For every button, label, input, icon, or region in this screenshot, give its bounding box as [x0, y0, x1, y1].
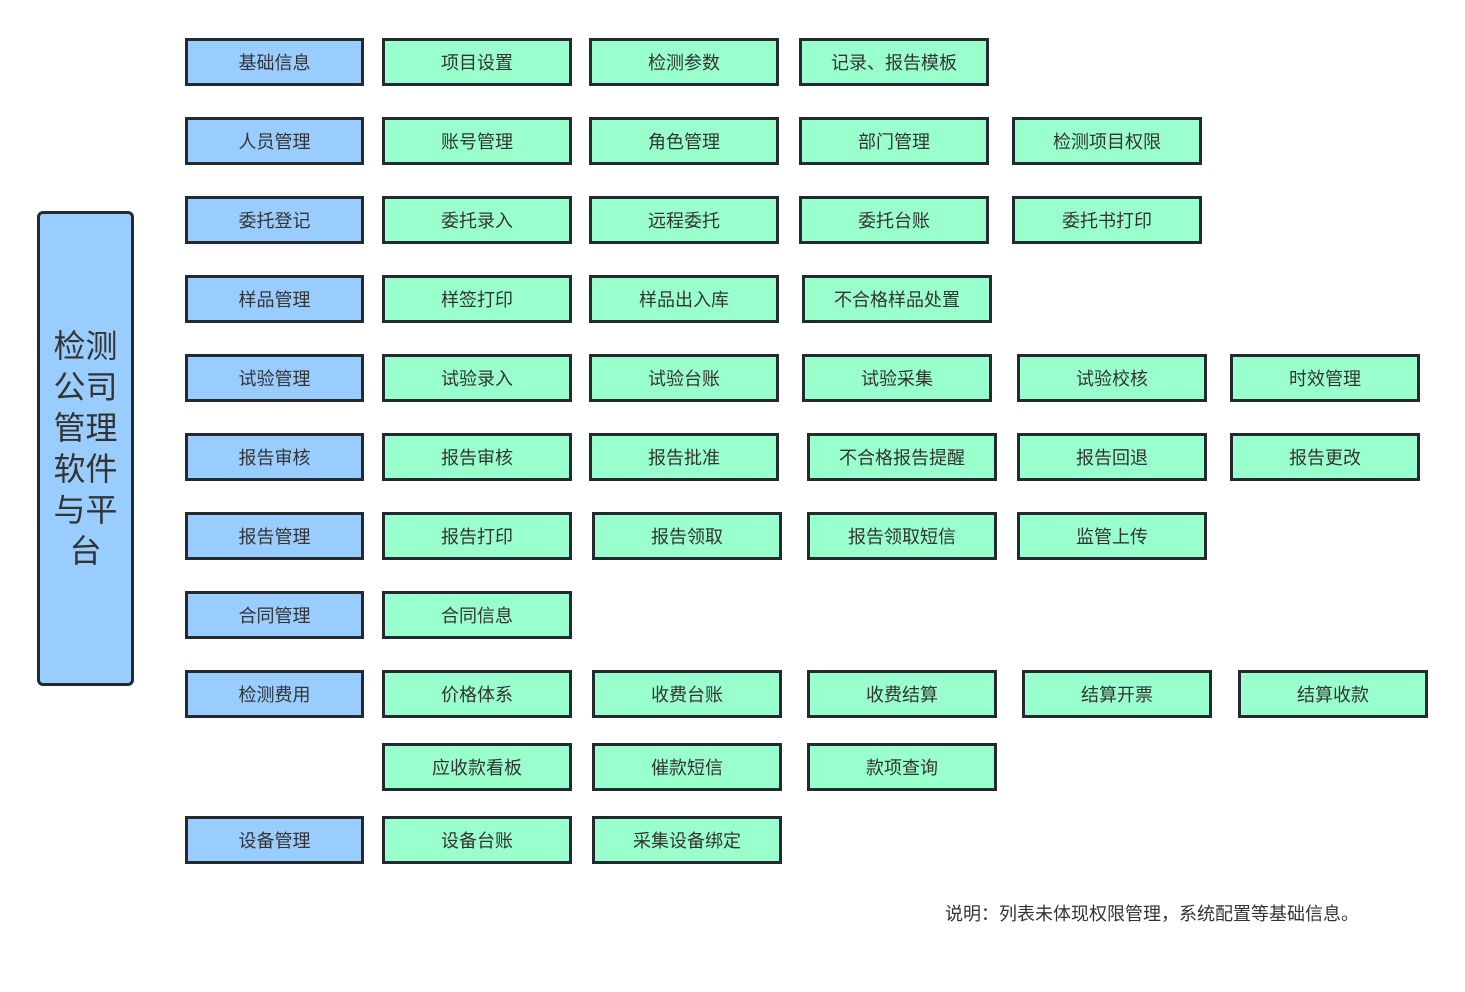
- module-node: 账号管理: [382, 117, 572, 165]
- footnote: 说明：列表未体现权限管理，系统配置等基础信息。: [945, 904, 1359, 925]
- module-node: 项目设置: [382, 38, 572, 86]
- category-node: 报告审核: [185, 433, 364, 481]
- module-node: 应收款看板: [382, 743, 572, 791]
- module-node: 设备台账: [382, 816, 572, 864]
- module-node: 催款短信: [592, 743, 782, 791]
- module-node: 结算收款: [1238, 670, 1428, 718]
- module-node: 试验录入: [382, 354, 572, 402]
- module-node: 委托书打印: [1012, 196, 1202, 244]
- module-node: 报告领取: [592, 512, 782, 560]
- module-node: 不合格样品处置: [802, 275, 992, 323]
- module-node: 采集设备绑定: [592, 816, 782, 864]
- module-node: 时效管理: [1230, 354, 1420, 402]
- module-node: 部门管理: [799, 117, 989, 165]
- module-node: 收费结算: [807, 670, 997, 718]
- module-node: 结算开票: [1022, 670, 1212, 718]
- module-node: 报告回退: [1017, 433, 1207, 481]
- category-node: 报告管理: [185, 512, 364, 560]
- category-node: 委托登记: [185, 196, 364, 244]
- module-node: 报告领取短信: [807, 512, 997, 560]
- module-node: 款项查询: [807, 743, 997, 791]
- category-node: 人员管理: [185, 117, 364, 165]
- module-node: 委托录入: [382, 196, 572, 244]
- module-node: 收费台账: [592, 670, 782, 718]
- category-node: 设备管理: [185, 816, 364, 864]
- category-node: 样品管理: [185, 275, 364, 323]
- module-node: 样签打印: [382, 275, 572, 323]
- module-node: 合同信息: [382, 591, 572, 639]
- module-node: 检测项目权限: [1012, 117, 1202, 165]
- module-node: 价格体系: [382, 670, 572, 718]
- category-node: 合同管理: [185, 591, 364, 639]
- module-node: 试验台账: [589, 354, 779, 402]
- root-node: 检测公司管理软件与平台: [37, 211, 134, 686]
- category-node: 试验管理: [185, 354, 364, 402]
- module-node: 不合格报告提醒: [807, 433, 997, 481]
- module-node: 远程委托: [589, 196, 779, 244]
- module-node: 检测参数: [589, 38, 779, 86]
- module-node: 角色管理: [589, 117, 779, 165]
- module-node: 样品出入库: [589, 275, 779, 323]
- module-node: 试验采集: [802, 354, 992, 402]
- module-node: 记录、报告模板: [799, 38, 989, 86]
- module-node: 报告更改: [1230, 433, 1420, 481]
- category-node: 检测费用: [185, 670, 364, 718]
- root-label: 检测公司管理软件与平台: [53, 326, 118, 570]
- module-node: 委托台账: [799, 196, 989, 244]
- module-node: 报告审核: [382, 433, 572, 481]
- category-node: 基础信息: [185, 38, 364, 86]
- module-node: 试验校核: [1017, 354, 1207, 402]
- module-node: 监管上传: [1017, 512, 1207, 560]
- module-node: 报告打印: [382, 512, 572, 560]
- module-node: 报告批准: [589, 433, 779, 481]
